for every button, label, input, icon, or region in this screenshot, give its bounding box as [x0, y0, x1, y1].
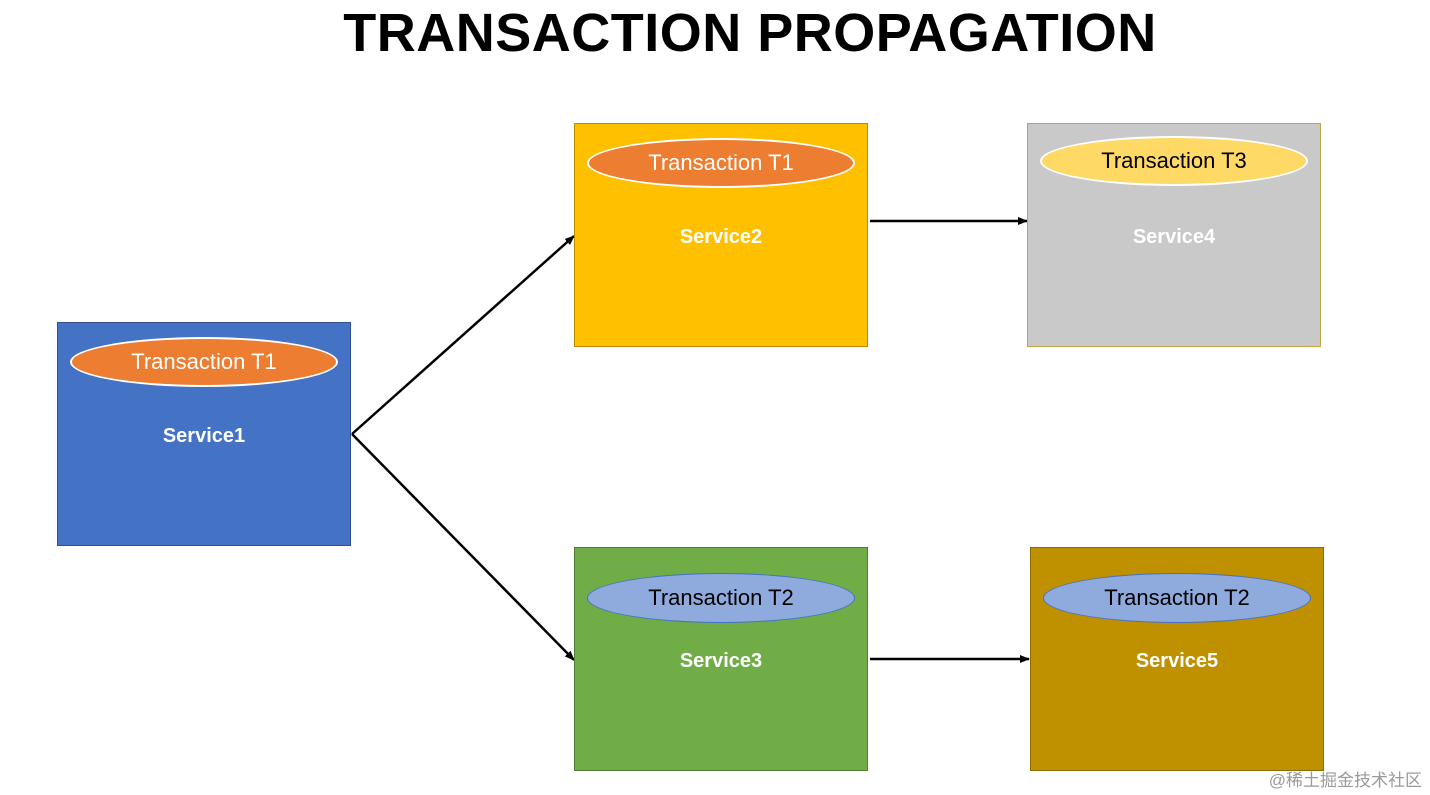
- transaction-label: Transaction T1: [648, 150, 794, 175]
- service5-box: Transaction T2 Service5: [1030, 547, 1324, 771]
- transaction-ellipse: Transaction T2: [1043, 573, 1311, 623]
- service-label: Service1: [162, 425, 246, 447]
- service1-box: Transaction T1 Service1: [57, 322, 351, 546]
- transaction-label: Transaction T3: [1101, 148, 1247, 173]
- page-title: TRANSACTION PROPAGATION: [343, 3, 1157, 63]
- transaction-ellipse: Transaction T2: [587, 573, 855, 623]
- transaction-label: Transaction T1: [131, 349, 277, 374]
- service-label: Service3: [679, 650, 763, 672]
- transaction-label: Transaction T2: [1104, 585, 1250, 610]
- service4-box: Transaction T3 Service4: [1027, 123, 1321, 347]
- service-label: Service5: [1135, 650, 1219, 672]
- service3-box: Transaction T2 Service3: [574, 547, 868, 771]
- transaction-ellipse: Transaction T1: [587, 138, 855, 188]
- arrow-service1-to-service2: [351, 235, 575, 435]
- transaction-ellipse: Transaction T1: [70, 337, 338, 387]
- watermark: @稀土掘金技术社区: [1268, 771, 1422, 790]
- service-label: Service4: [1132, 226, 1216, 248]
- arrow-service1-to-service3: [351, 433, 575, 661]
- transaction-ellipse: Transaction T3: [1040, 136, 1308, 186]
- service2-box: Transaction T1 Service2: [574, 123, 868, 347]
- service-label: Service2: [679, 226, 763, 248]
- transaction-label: Transaction T2: [648, 585, 794, 610]
